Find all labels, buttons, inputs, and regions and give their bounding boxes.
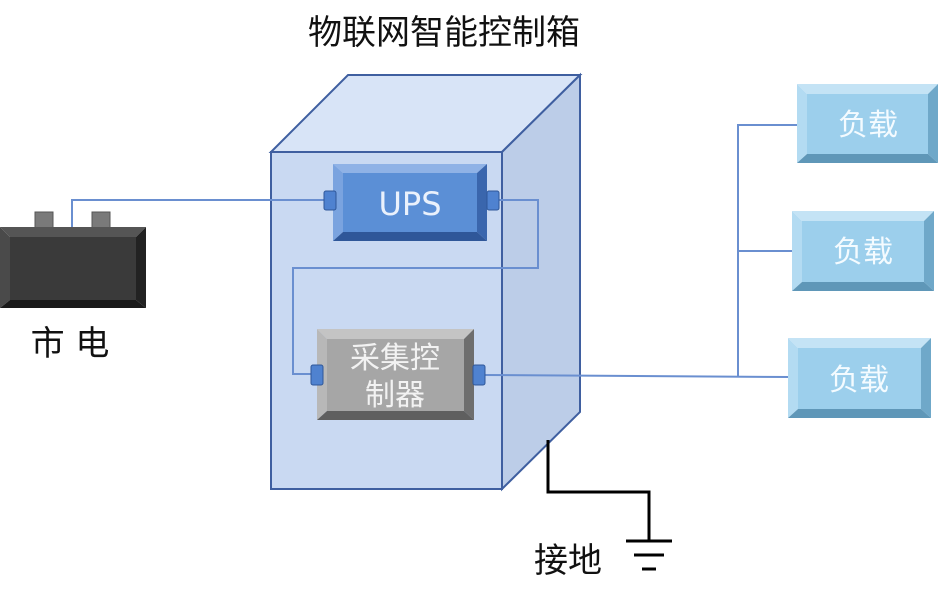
load-3-body [798,348,921,409]
load-2-bevel-top [792,211,934,221]
control-box [268,72,583,492]
ups-bevel-right [477,164,487,241]
load-2-bevel-bottom [792,282,934,291]
mains-terminal-right [91,211,111,229]
collector-label-line1: 采集控 [350,341,440,376]
ups-bevel-left [333,164,343,241]
wire-collector-to-loads [484,374,791,378]
load-3-bevel-bottom [788,409,931,418]
load-1-label: 负载 [838,108,898,143]
load-2-bevel-right [924,211,934,291]
load-1-bevel-right [928,84,938,163]
ups-label: UPS [378,185,441,223]
load-1-bevel-top [797,84,938,94]
load-3 [788,338,931,418]
ups-module [323,164,500,241]
wire-ups-to-collector [292,199,539,375]
load-1-body [807,94,928,154]
ground-wire [546,440,651,540]
mains-label: 市 电 [31,324,110,364]
collector-bevel-bottom [317,411,474,420]
wire-load-bus [737,124,797,377]
load-2-body [802,221,924,282]
ups-body [343,173,477,232]
collector-bevel-top [317,329,474,339]
collector-module [310,329,486,420]
wires [71,124,797,378]
collector-label-line2: 制器 [365,378,425,413]
ground-wire-path [546,440,651,540]
load-3-bevel-top [788,338,931,348]
load-1-bevel-left [797,84,807,163]
collector-port-left [310,364,324,386]
mains-bevel-right [136,227,146,308]
ups-port-right [486,190,500,211]
load-2 [792,211,934,291]
ground-icon [626,539,672,571]
mains-supply [0,211,146,308]
collector-bevel-right [464,329,474,420]
load-3-label: 负载 [829,363,889,398]
wire-mains-to-ups [71,199,330,227]
collector-port-right [472,364,486,386]
mains-bevel-left [0,227,10,308]
ups-bevel-bottom [333,232,487,241]
ups-port-left [323,190,337,211]
collector-body [327,339,464,411]
mains-body [10,237,136,300]
diagram-title: 物联网智能控制箱 [308,13,580,53]
load-3-bevel-left [788,338,798,418]
load-2-bevel-left [792,211,802,291]
ground-label: 接地 [534,541,602,581]
load-1-bevel-bottom [797,154,938,163]
mains-bevel-top [0,227,146,237]
load-3-bevel-right [921,338,931,418]
ups-bevel-top [333,164,487,173]
load-1 [797,84,938,163]
mains-bevel-bottom [0,300,146,308]
load-2-label: 负载 [833,235,893,270]
mains-terminal-left [34,211,54,229]
